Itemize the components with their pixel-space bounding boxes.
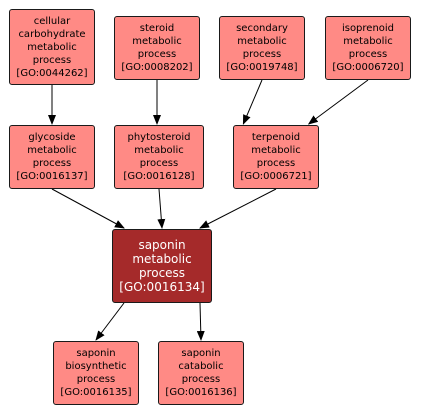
node-go-id: [GO:0006720] [332,62,404,73]
node-label-line: metabolic [251,145,301,156]
node-label-line: process [242,49,282,60]
node-label-line: glycoside [28,132,76,143]
node-label-line: process [76,374,116,385]
edge-secondary-to-terpenoid [242,79,263,125]
node-go-id: [GO:0044262] [16,67,88,79]
node-cellular-carbohydrate-metabolic-process[interactable]: cellular carbohydrate metabolic process … [9,9,95,85]
node-go-id: [GO:0016136] [165,387,237,398]
edge-isoprenoid-to-terpenoid [307,79,369,125]
edge-saponin-to-saponin_biosynthetic [95,302,125,341]
node-go-id: [GO:0006721] [240,171,312,182]
node-label-line: metabolic [132,36,182,47]
node-label-line: metabolic [27,145,77,156]
node-label-line: carbohydrate [18,28,86,40]
node-terpenoid-metabolic-process[interactable]: terpenoid metabolic process [GO:0006721] [233,125,319,189]
node-steroid-metabolic-process[interactable]: steroid metabolic process [GO:0008202] [114,16,200,80]
node-go-id: [GO:0019748] [226,62,298,73]
edge-phytosteroid-to-saponin [157,188,166,229]
edge-saponin-to-saponin_catabolic [196,302,205,341]
node-label-line: metabolic [237,36,287,47]
node-saponin-biosynthetic-process[interactable]: saponin biosynthetic process [GO:0016135… [53,341,139,405]
node-go-id: [GO:0008202] [121,62,193,73]
node-label-line: catabolic [178,361,224,372]
node-go-id: [GO:0016134] [119,280,205,294]
node-saponin-catabolic-process[interactable]: saponin catabolic process [GO:0016136] [158,341,244,405]
node-isoprenoid-metabolic-process[interactable]: isoprenoid metabolic process [GO:0006720… [325,16,411,80]
node-label-line: steroid [139,23,175,34]
node-secondary-metabolic-process[interactable]: secondary metabolic process [GO:0019748] [219,16,305,80]
node-label-line: process [348,49,388,60]
node-label-line: cellular [33,15,71,27]
node-label-line: process [138,266,186,280]
node-label-line: isoprenoid [341,23,395,34]
node-label-line: metabolic [132,252,192,266]
node-phytosteroid-metabolic-process[interactable]: phytosteroid metabolic process [GO:00161… [114,125,204,189]
node-label-line: metabolic [134,145,184,156]
node-saponin-metabolic-process[interactable]: saponin metabolic process [GO:0016134] [112,229,212,303]
node-glycoside-metabolic-process[interactable]: glycoside metabolic process [GO:0016137] [9,125,95,189]
node-go-id: [GO:0016128] [123,171,195,182]
node-label-line: saponin [138,238,186,252]
node-label-line: process [181,374,221,385]
node-label-line: process [137,49,177,60]
node-label-line: saponin [76,348,116,359]
node-go-id: [GO:0016135] [60,387,132,398]
node-label-line: saponin [181,348,221,359]
node-label-line: process [32,54,72,66]
node-label-line: terpenoid [251,132,301,143]
node-label-line: process [139,158,179,169]
node-label-line: process [256,158,296,169]
node-label-line: phytosteroid [127,132,191,143]
edge-glycoside-to-saponin [51,188,125,229]
node-go-id: [GO:0016137] [16,171,88,182]
node-label-line: secondary [236,23,288,34]
node-label-line: metabolic [343,36,393,47]
node-label-line: process [32,158,72,169]
node-label-line: biosynthetic [65,361,127,372]
node-label-line: metabolic [27,41,77,53]
edge-terpenoid-to-saponin [199,188,277,229]
